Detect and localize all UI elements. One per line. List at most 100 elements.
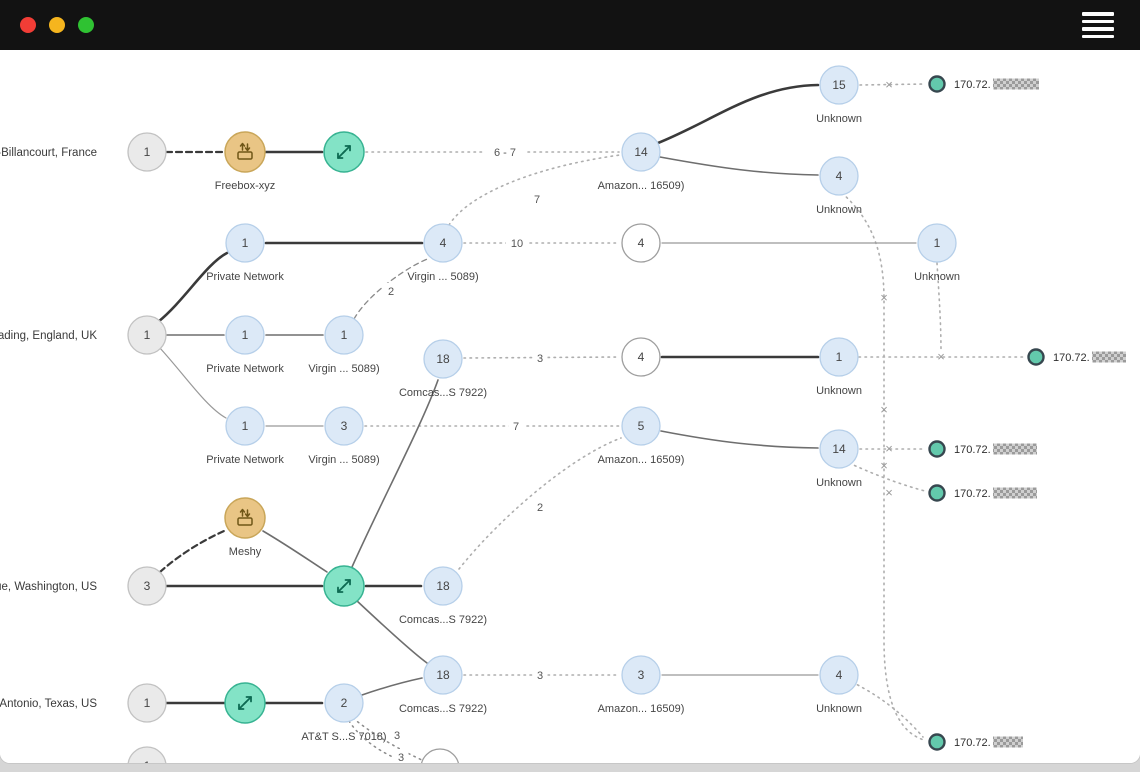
close-button[interactable] [20, 17, 36, 33]
endpoint-node[interactable]: 170.72. [1027, 348, 1127, 366]
edge-label: 3 [394, 730, 400, 742]
x-mark: × [885, 441, 893, 456]
node-washington-expand[interactable] [323, 565, 365, 607]
count-node-circle [917, 223, 957, 263]
node-relay-4b[interactable]: 4 [621, 337, 661, 377]
edge-label-bg [532, 667, 548, 682]
x-mark: × [880, 458, 888, 473]
hamburger-icon[interactable] [1078, 8, 1118, 42]
node-count: 18 [436, 579, 450, 593]
edge-label-bg [393, 749, 409, 763]
expand-arrows-icon [337, 579, 351, 593]
node-label: Unknown [816, 477, 862, 489]
x-mark: × [885, 77, 893, 92]
edge-label: 3 [537, 670, 543, 682]
count-node-circle [127, 746, 167, 763]
x-mark: × [937, 349, 945, 364]
edge-label-bg [532, 499, 548, 514]
endpoint-ip-label: 170.72. [954, 737, 991, 749]
count-node-circle [127, 683, 167, 723]
node-count: 1 [242, 419, 249, 433]
node-count: 1 [341, 328, 348, 342]
node-relay-4a[interactable]: 4 [621, 223, 661, 263]
count-node-circle [621, 406, 661, 446]
count-node-circle [324, 315, 364, 355]
endpoint-node[interactable]: 170.72. [928, 733, 1024, 751]
node-count: 1 [144, 328, 151, 342]
node-src-partial[interactable]: 1 [127, 746, 167, 763]
node-freebox-router[interactable]: Freebox-xyz [215, 131, 276, 192]
edge [448, 154, 621, 226]
node-relay-3-partial[interactable]: 3 [421, 748, 459, 763]
count-node-circle [423, 566, 463, 606]
node-src-england[interactable]: 1 [127, 315, 167, 355]
minimize-button[interactable] [49, 17, 65, 33]
endpoint-node[interactable]: 170.72. [928, 75, 1040, 93]
node-france-expand[interactable] [323, 131, 365, 173]
node-label: Unknown [816, 703, 862, 715]
count-node-circle [621, 223, 661, 263]
edge-label: 3 [537, 353, 543, 365]
source-location-label: Antonio, Texas, US [0, 698, 97, 710]
node-count: 5 [638, 419, 645, 433]
count-node-circle [819, 429, 859, 469]
edge-label-bg [483, 144, 527, 159]
count-node-circle [324, 406, 364, 446]
node-label: Amazon... 16509) [598, 454, 685, 466]
node-src-texas[interactable]: 1 [127, 683, 167, 723]
count-node-circle [621, 655, 661, 695]
edge-label: 7 [534, 194, 540, 206]
window-controls [0, 17, 94, 33]
redacted-ip-pixelation [993, 443, 1037, 455]
node-src-washington[interactable]: 3 [127, 566, 167, 606]
node-meshy-router[interactable]: Meshy [224, 497, 266, 558]
edge [348, 720, 411, 763]
node-att-2[interactable]: 2AT&T S...S 7018) [301, 683, 387, 743]
expand-arrows-icon [238, 696, 252, 710]
endpoint-node[interactable]: 170.72. [928, 440, 1038, 458]
node-label: Comcas...S 7922) [399, 387, 487, 399]
x-mark: × [880, 290, 888, 305]
count-node-circle [819, 337, 859, 377]
node-count: 2 [341, 696, 348, 710]
edge [851, 681, 924, 738]
count-node-circle [324, 683, 364, 723]
edge-label-bg [389, 727, 405, 742]
node-texas-expand[interactable] [224, 682, 266, 724]
edge-label-bg [383, 283, 399, 298]
node-count: 1 [144, 145, 151, 159]
zoom-button[interactable] [78, 17, 94, 33]
edge-label-bg [529, 191, 545, 206]
edge [262, 530, 328, 573]
endpoint-circle [1027, 348, 1045, 366]
endpoint-node[interactable]: 170.72. [928, 484, 1038, 502]
node-src-france[interactable]: 1 [127, 132, 167, 172]
node-count: 4 [440, 236, 447, 250]
redacted-ip-pixelation [993, 736, 1023, 748]
source-location-label: ading, England, UK [0, 330, 97, 342]
node-count: 3 [437, 761, 444, 763]
node-label: Amazon... 16509) [598, 703, 685, 715]
x-mark: × [880, 402, 888, 417]
count-node-circle [423, 223, 463, 263]
node-label: Virgin ... 5089) [407, 271, 478, 283]
